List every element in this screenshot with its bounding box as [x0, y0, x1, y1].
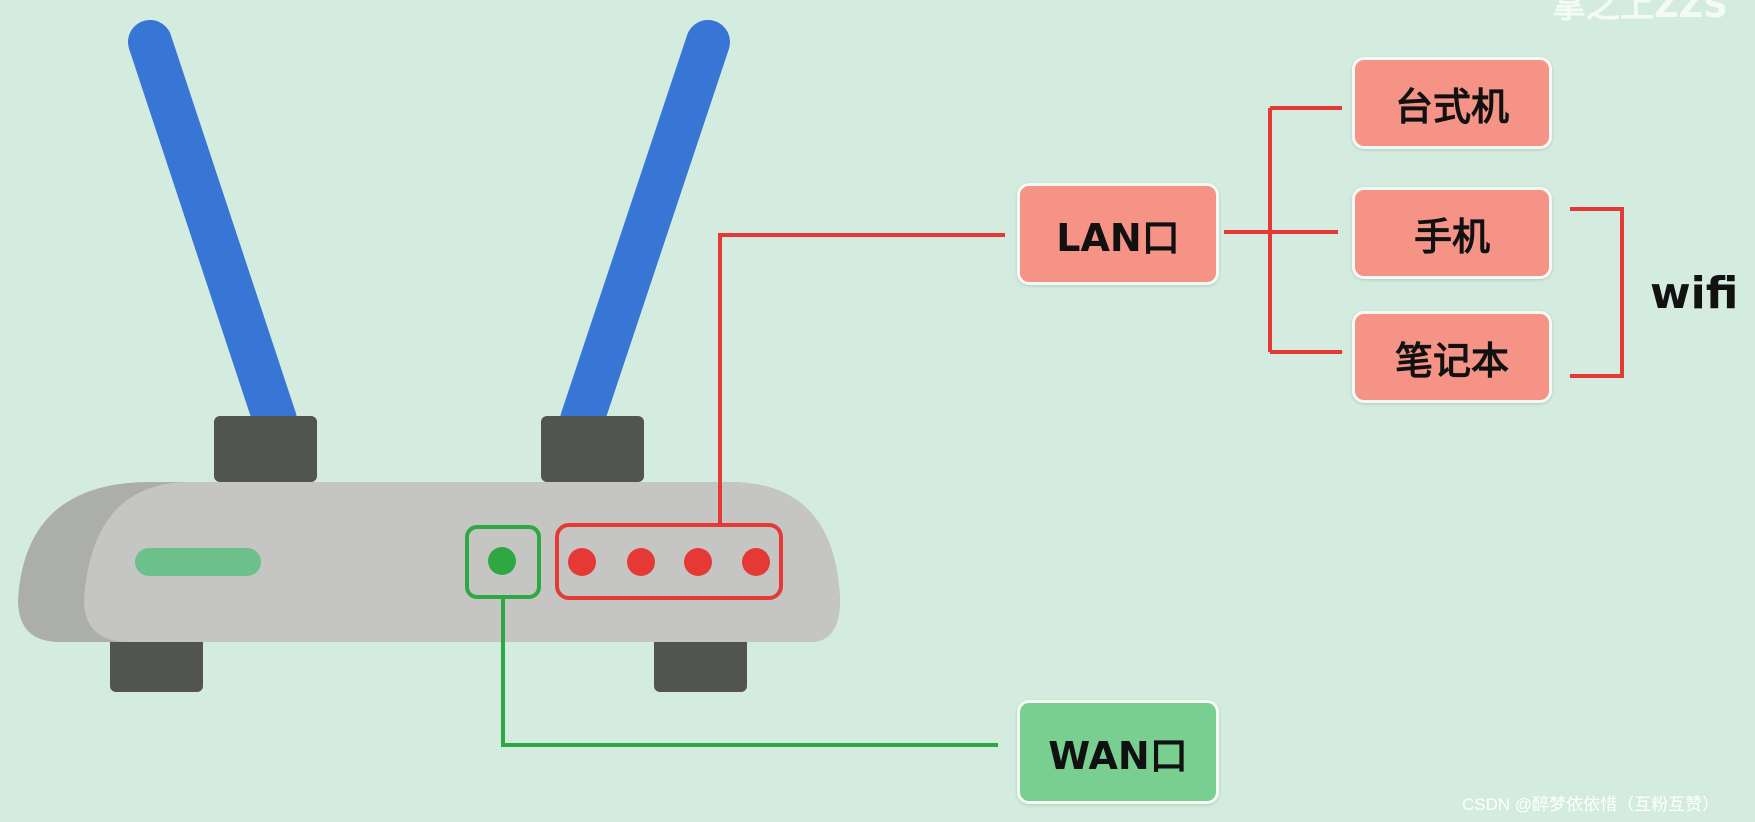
wifi-bracket: [1570, 207, 1624, 378]
laptop-label: 笔记本: [1394, 338, 1509, 383]
wan-port-light: [488, 547, 516, 575]
desktop-label: 台式机: [1394, 84, 1509, 129]
phone-label-box: 手机: [1352, 187, 1552, 279]
laptop-label-box: 笔记本: [1352, 311, 1552, 403]
lan-port-label: LAN口: [1056, 215, 1180, 260]
lan-port-light-3: [684, 548, 712, 576]
lan-connector-line: [718, 233, 1005, 525]
wan-port-label: WAN口: [1048, 733, 1188, 778]
wan-port-label-box: WAN口: [1017, 700, 1219, 804]
left-foot: [110, 628, 203, 692]
watermark-bottom: CSDN @醉梦依依惜（互粉互赞）: [1462, 795, 1720, 814]
right-antenna: [560, 20, 730, 442]
status-light-bar: [135, 548, 261, 576]
wifi-label: wifi: [1650, 268, 1739, 319]
phone-label: 手机: [1413, 214, 1490, 259]
right-foot: [654, 628, 747, 692]
left-antenna-base: [214, 416, 317, 482]
left-antenna: [128, 20, 297, 442]
right-antenna-base: [541, 416, 644, 482]
desktop-label-box: 台式机: [1352, 57, 1552, 149]
lan-port-light-2: [627, 548, 655, 576]
watermark-top: 掌之上ZZS: [1552, 0, 1728, 26]
wan-connector-line: [501, 597, 998, 747]
lan-port-light-1: [568, 548, 596, 576]
router-body: [84, 482, 840, 642]
lan-port-label-box: LAN口: [1017, 183, 1219, 285]
lan-port-light-4: [742, 548, 770, 576]
lan-ports-frame: [555, 523, 783, 600]
